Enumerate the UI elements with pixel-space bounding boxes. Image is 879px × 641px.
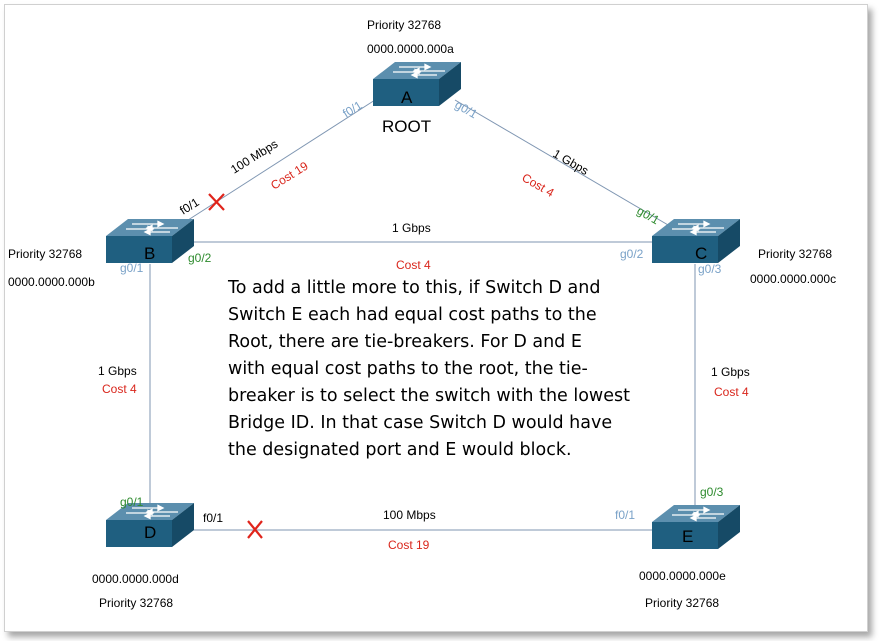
switch-e-mac: 0000.0000.000e — [639, 569, 726, 583]
switch-b-priority: Priority 32768 — [8, 247, 82, 261]
switch-c-mac: 0000.0000.000c — [750, 272, 836, 286]
blocked-port-x-icon — [208, 193, 225, 211]
switch-a-port-f0-1: f0/1 — [340, 98, 365, 121]
switch-a-priority: Priority 32768 — [367, 18, 441, 32]
switch-d-priority: Priority 32768 — [99, 596, 173, 610]
link-c-e-cost: Cost 4 — [714, 385, 749, 399]
switch-b-mac: 0000.0000.000b — [8, 275, 95, 289]
switch-c-letter: C — [695, 244, 707, 263]
switch-d-port-g0-1: g0/1 — [120, 495, 144, 509]
switch-a-port-g0-1: g0/1 — [453, 97, 481, 121]
blocked-port-x-icon — [247, 520, 263, 539]
switch-e-port-g0-3: g0/3 — [700, 485, 724, 499]
note-line: the designated port and E would block. — [228, 440, 572, 460]
switch-d-mac: 0000.0000.000d — [92, 572, 179, 586]
link-b-c-cost: Cost 4 — [396, 258, 431, 272]
switch-b-port-g0-1: g0/1 — [120, 261, 144, 275]
switch-d-letter: D — [144, 523, 156, 542]
switch-a-icon — [372, 61, 462, 107]
link-c-e-speed: 1 Gbps — [711, 365, 750, 379]
link-a-b-cost: Cost 19 — [268, 159, 311, 193]
link-b-c-speed: 1 Gbps — [392, 221, 431, 235]
note-line: breaker is to select the switch with the… — [228, 386, 630, 406]
switch-e-priority: Priority 32768 — [645, 596, 719, 610]
switch-a-root-label: ROOT — [382, 117, 431, 136]
note-line: Switch E each had equal cost paths to th… — [228, 305, 597, 325]
explanation-note: To add a little more to this, if Switch … — [227, 278, 630, 460]
switch-d-port-f0-1: f0/1 — [203, 511, 223, 525]
switch-a-letter: A — [401, 88, 413, 107]
switch-a-mac: 0000.0000.000a — [367, 42, 454, 56]
switch-e-icon — [651, 504, 741, 550]
link-a-c-cost: Cost 4 — [520, 170, 557, 200]
switch-e-port-f0-1: f0/1 — [615, 508, 635, 522]
link-b-d-speed: 1 Gbps — [98, 364, 137, 378]
link-a-c-speed: 1 Gbps — [551, 146, 592, 177]
switch-c-priority: Priority 32768 — [758, 247, 832, 261]
link-b-d-cost: Cost 4 — [102, 382, 137, 396]
note-line: Bridge ID. In that case Switch D would h… — [228, 413, 612, 433]
switch-c-port-g0-1: g0/1 — [635, 203, 663, 227]
link-d-e-cost: Cost 19 — [388, 538, 430, 552]
link-d-e-speed: 100 Mbps — [383, 508, 436, 522]
switch-b-letter: B — [144, 244, 155, 263]
link-a-c — [454, 99, 681, 233]
note-line: with equal cost paths to the root, the t… — [228, 359, 588, 379]
switch-e-letter: E — [682, 527, 693, 546]
switch-c-port-g0-2: g0/2 — [620, 247, 644, 261]
switch-c-port-g0-3: g0/3 — [698, 262, 722, 276]
note-line: Root, there are tie-breakers. For D and … — [228, 332, 582, 352]
link-a-b-speed: 100 Mbps — [228, 137, 280, 177]
switch-b-port-g0-2: g0/2 — [188, 251, 212, 265]
note-line: To add a little more to this, if Switch … — [227, 278, 600, 298]
